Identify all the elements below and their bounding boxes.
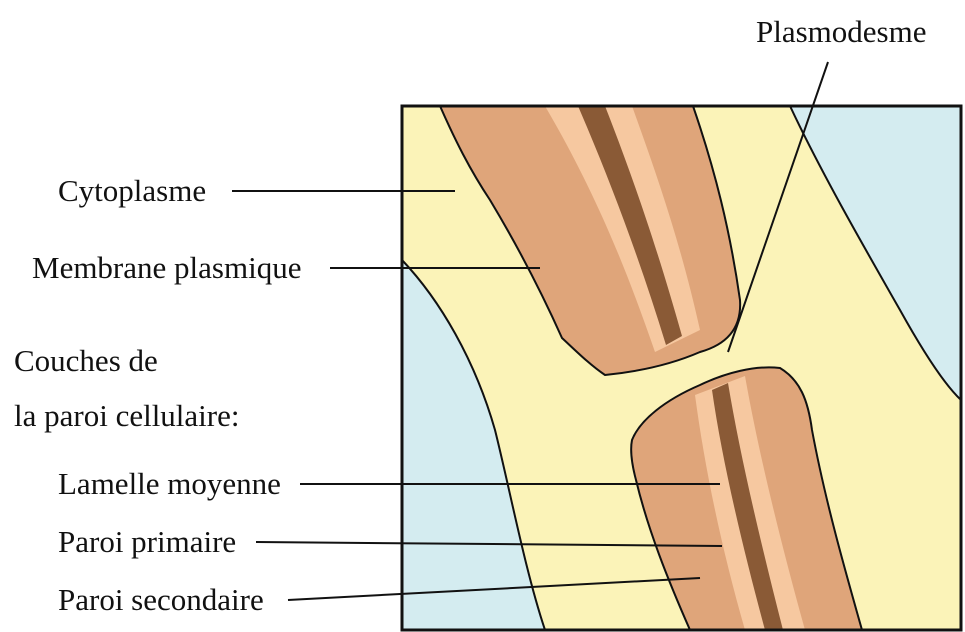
label-membrane-plasmique: Membrane plasmique xyxy=(32,250,301,286)
label-couches-line2: la paroi cellulaire: xyxy=(14,398,240,434)
label-couches-line1: Couches de xyxy=(14,343,158,379)
label-paroi-secondaire: Paroi secondaire xyxy=(58,582,264,618)
label-lamelle-moyenne: Lamelle moyenne xyxy=(58,466,281,502)
label-paroi-primaire: Paroi primaire xyxy=(58,524,236,560)
label-cytoplasme: Cytoplasme xyxy=(58,173,206,209)
label-plasmodesme: Plasmodesme xyxy=(756,14,927,50)
